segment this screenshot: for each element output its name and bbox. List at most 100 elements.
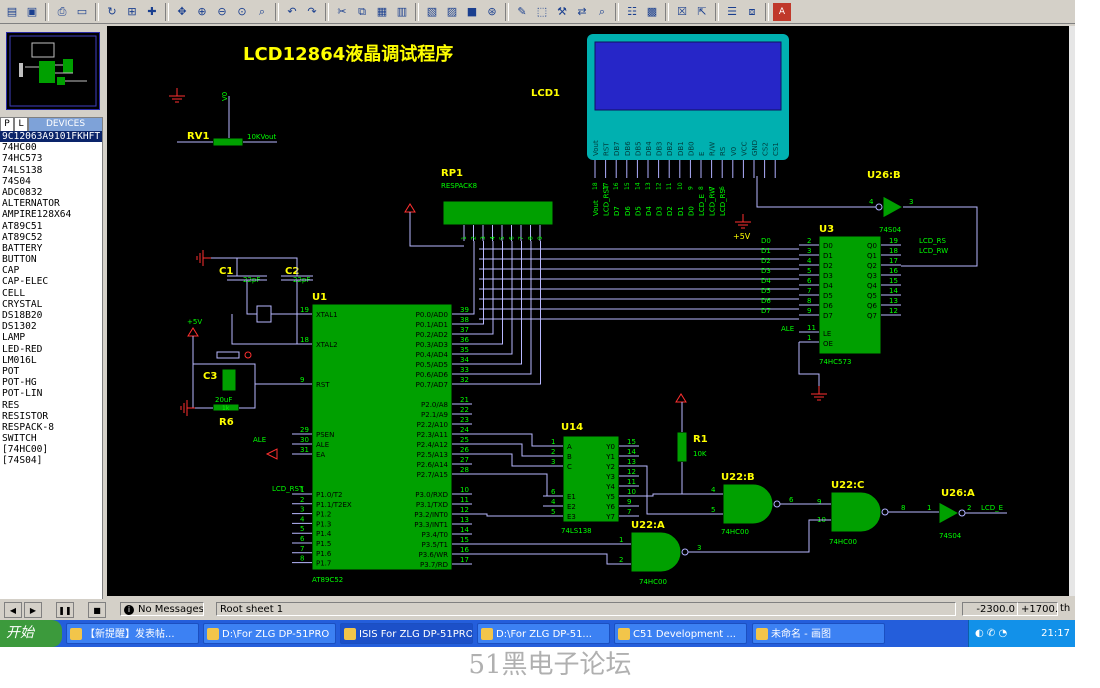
pick-device-tab[interactable]: P (0, 117, 14, 132)
origin-icon[interactable]: ✚ (147, 5, 157, 18)
device-list-item[interactable]: 74LS138 (2, 164, 43, 176)
u26b-body (882, 195, 905, 219)
taskbar-task[interactable]: C51 Development ... (614, 623, 747, 644)
device-list-item[interactable]: CRYSTAL (2, 298, 43, 310)
zoom-area-icon[interactable]: ⌕ (258, 4, 266, 18)
device-list-item[interactable]: DS1302 (2, 321, 37, 333)
taskbar-task[interactable]: 【新提醒】发表帖... (66, 623, 199, 644)
exit-parent-icon[interactable]: ⇱ (697, 5, 707, 18)
device-list-item[interactable]: [74S04] (2, 455, 43, 467)
u3-pin-name: Q5 (867, 292, 877, 300)
toolbar-separator (715, 2, 719, 21)
undo-icon[interactable]: ↶ (287, 5, 297, 18)
device-list-item[interactable]: LAMP (2, 332, 26, 344)
taskbar-task[interactable]: ISIS For ZLG DP-51PRO... (340, 623, 473, 644)
u14-pin-number: 7 (627, 508, 631, 516)
zoom-all-icon[interactable]: ⊙ (237, 5, 247, 18)
device-list-item[interactable]: CAP-ELEC (2, 276, 49, 288)
pause-icon[interactable]: ❚❚ (56, 602, 74, 618)
task-label: D:\For ZLG DP-51PRO (222, 629, 330, 640)
u1-pin-name: P0.5/AD5 (416, 361, 448, 369)
redo-icon[interactable]: ↷ (307, 5, 317, 18)
vertical-scrollbar[interactable] (1069, 26, 1075, 596)
device-list-item[interactable]: 74HC00 (2, 142, 37, 154)
windows-taskbar: 开始 【新提醒】发表帖... D:\For ZLG DP-51PRO ISIS Fo… (0, 620, 1075, 647)
block-move-icon[interactable]: ▧ (426, 5, 438, 18)
taskbar-task[interactable]: D:\For ZLG DP-51... (477, 623, 610, 644)
device-list-item[interactable]: CELL (2, 287, 26, 299)
print-icon[interactable]: ⎙ (57, 4, 67, 18)
device-list-item[interactable]: LED-RED (2, 343, 43, 355)
lcd-pin-number: 6 (719, 186, 726, 190)
play-start-icon[interactable]: ◀ (4, 602, 22, 618)
netlist-icon[interactable]: ⧈ (748, 4, 756, 18)
u3-pin-number: 2 (807, 237, 811, 245)
device-list-item[interactable]: RESPACK-8 (2, 421, 54, 433)
block-copy-icon[interactable]: ▥ (396, 5, 408, 18)
device-list-item[interactable]: LM016L (2, 354, 37, 366)
device-list-item[interactable]: [74HC00] (2, 444, 49, 456)
copy-icon[interactable]: ⧉ (358, 4, 366, 18)
wire-autoroute-icon[interactable]: ⇄ (577, 5, 587, 18)
taskbar-task[interactable]: D:\For ZLG DP-51PRO (203, 623, 336, 644)
messages-text: No Messages (138, 604, 204, 615)
library-tab[interactable]: L (14, 117, 28, 132)
device-list-item[interactable]: ADC0832 (2, 186, 43, 198)
stop-icon[interactable]: ■ (88, 602, 106, 618)
device-list-item[interactable]: CAP (2, 265, 20, 277)
device-list-item[interactable]: AT89C51 (2, 220, 43, 232)
device-list-item[interactable]: RES (2, 399, 20, 411)
grid-icon[interactable]: ⊞ (127, 5, 137, 18)
device-list-item[interactable]: SWITCH (2, 433, 37, 445)
overview-window[interactable] (6, 32, 100, 110)
new-sheet-icon[interactable]: ▩ (646, 5, 658, 18)
area-icon[interactable]: ▭ (76, 5, 88, 18)
save-icon[interactable]: ▣ (26, 5, 38, 18)
u3-pin-number: 16 (889, 267, 898, 275)
device-list-item[interactable]: POT-HG (2, 377, 37, 389)
device-list-item[interactable]: 74S04 (2, 175, 31, 187)
device-list-item[interactable]: 9C12063A9101FKHFT (0, 131, 102, 143)
package-icon[interactable]: ⬚ (536, 5, 548, 18)
device-list-item[interactable]: RESISTOR (2, 410, 49, 422)
ares-icon[interactable]: A (773, 2, 791, 21)
decompose-icon[interactable]: ⚒ (557, 5, 567, 18)
lcd-net-label: D2 (666, 206, 674, 216)
block-rotate-icon[interactable]: ▨ (446, 5, 458, 18)
u3-part: 74HC573 (819, 358, 851, 366)
taskbar-task[interactable]: 未命名 - 画图 (752, 623, 885, 644)
cut-icon[interactable]: ✂ (337, 5, 347, 18)
device-list-item[interactable]: POT-LIN (2, 388, 43, 400)
system-tray: ◐ ✆ ◔ 21:17 (968, 620, 1075, 647)
play-step-icon[interactable]: ▶ (24, 602, 42, 618)
device-list-item[interactable]: AT89C52 (2, 231, 43, 243)
paste-icon[interactable]: ▦ (376, 5, 388, 18)
remove-sheet-icon[interactable]: ☒ (677, 5, 687, 18)
refresh-icon[interactable]: ↻ (107, 5, 117, 18)
zoom-in-icon[interactable]: ⊕ (197, 5, 207, 18)
u1-pin-name: P3.4/T0 (422, 531, 448, 539)
u14-pin-number: 1 (551, 438, 555, 446)
device-list-item[interactable]: BUTTON (2, 254, 37, 266)
start-button[interactable]: 开始 (0, 620, 62, 647)
device-list-item[interactable]: POT (2, 365, 20, 377)
lcd-net-label: LCD_RS (719, 188, 727, 216)
device-list-item[interactable]: DS18B20 (2, 310, 43, 321)
bom-icon[interactable]: ☰ (727, 5, 737, 18)
block-delete-icon[interactable]: ■ (466, 5, 478, 18)
make-device-icon[interactable]: ✎ (517, 5, 527, 18)
pan-icon[interactable]: ✥ (177, 5, 187, 18)
device-list-item[interactable]: AMPIRE128X64 (2, 209, 72, 221)
search-icon[interactable]: ⌕ (598, 4, 606, 18)
device-list-item[interactable]: ALTERNATOR (2, 198, 60, 210)
folder-open-icon[interactable]: ▤ (6, 5, 18, 18)
device-list-item[interactable]: 74HC573 (2, 153, 43, 165)
device-list-item[interactable]: BATTERY (2, 242, 43, 254)
pick-device-icon[interactable]: ⊛ (487, 5, 497, 18)
zoom-out-icon[interactable]: ⊖ (217, 5, 227, 18)
property-icon[interactable]: ☷ (627, 5, 637, 18)
